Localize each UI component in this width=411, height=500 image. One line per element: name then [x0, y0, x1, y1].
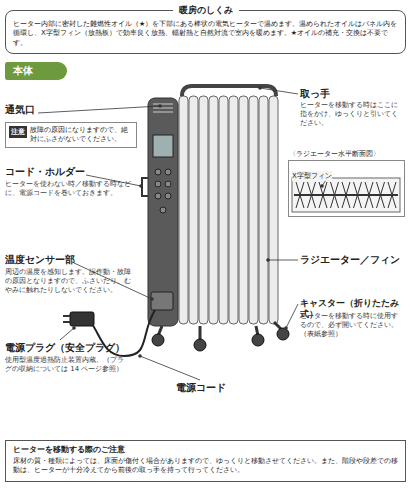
fin-stroke: [308, 182, 316, 208]
info-box: 暖房のしくみヒーター内部に密封した難燃性オイル（★）を下部にある棒状の電気ヒータ…: [5, 10, 406, 54]
handle: [182, 86, 276, 96]
fin: [209, 96, 218, 324]
part-name: 通気口: [5, 104, 65, 116]
fin-stroke: [342, 182, 350, 208]
section-box: 〈ラジエーター水平断面図〉X字型フィン: [288, 160, 405, 217]
temperature-sensor: [151, 292, 173, 310]
fin-stroke: [354, 182, 362, 208]
fin-section: [292, 178, 400, 212]
display: [153, 135, 173, 157]
fin-stroke: [354, 182, 362, 208]
part-name: 温度センサー部: [5, 254, 95, 266]
fin-stroke: [319, 182, 327, 208]
vent-slits: [153, 104, 173, 112]
power-plug: [70, 312, 94, 326]
caution-box: ヒーターを移動する際のご注意床材の質・種類によっては、床面が傷付く場合があります…: [5, 440, 406, 482]
fin-stroke: [365, 182, 373, 208]
fin-stroke: [308, 182, 316, 208]
casters: [152, 328, 289, 351]
plug-pin: [63, 321, 70, 323]
part-name: 取っ手: [300, 88, 360, 100]
caution-box: 注意故障の原因になりますので、絶対にふさがないでください。: [5, 122, 137, 148]
part-note: ヒーターを移動する時はここに指をかけ、ゆっくりと引いてください。: [300, 101, 404, 128]
cord-holder: [142, 178, 148, 196]
fin-stroke: [319, 182, 327, 208]
part-name: 電源プラグ（安全プラグ）: [5, 342, 145, 354]
fin-stroke: [388, 182, 396, 208]
fin: [219, 96, 228, 324]
x-fins: [296, 182, 396, 208]
fin-stroke: [331, 182, 339, 208]
fin-stroke: [377, 182, 385, 208]
node-heading: 暖房のしくみ: [173, 4, 239, 17]
fin: [189, 96, 198, 324]
fin: [199, 96, 208, 324]
node-heading: ヒーターを移動する際のご注意: [13, 444, 398, 455]
part-name: コード・ホルダー: [5, 166, 115, 178]
node-heading: 〈ラジエーター水平断面図〉: [289, 149, 380, 159]
section-tab: 本体: [5, 62, 67, 80]
fin: [249, 96, 258, 324]
fin: [269, 96, 278, 324]
fin-stroke: [296, 182, 304, 208]
fin-stroke: [331, 182, 339, 208]
fin: [259, 96, 268, 324]
part-note: 周辺の温度を感知します。誤作動・故障の原因となりますので、ふさいだり、むやみに触…: [5, 268, 137, 295]
part-name: 電源コード: [176, 382, 256, 394]
node-heading: 注意: [9, 126, 27, 138]
fin: [229, 96, 238, 324]
fin-stroke: [365, 182, 373, 208]
fin: [239, 96, 248, 324]
fin-stroke: [388, 182, 396, 208]
fin: [179, 96, 188, 324]
fin-stroke: [342, 182, 350, 208]
radiator-fins: [179, 96, 278, 324]
part-name: ラジエーター／フィン: [300, 254, 406, 266]
control-panel: [148, 98, 178, 326]
fin-stroke: [296, 182, 304, 208]
node-text: 故障の原因になりますので、絶対にふさがないでください。: [30, 126, 133, 144]
node-text: X字型フィン: [292, 171, 332, 181]
plug-pin: [63, 315, 70, 317]
node-heading: 本体: [13, 64, 59, 78]
buttons: [155, 169, 171, 213]
node-text: ヒーター内部に密封した難燃性オイル（★）を下部にある棒状の電気ヒーターで温めます…: [13, 20, 398, 48]
part-note: ヒーターを移動する時に使用するので、必ず開いてください。（表紙参照）: [300, 312, 404, 339]
part-note: ヒーターを使わない時／移動する時などに、電源コードを巻いておきます。: [5, 180, 137, 198]
fin-stroke: [377, 182, 385, 208]
node-text: 床材の質・種類によっては、床面が傷付く場合がありますので、ゆっくりと移動させてく…: [13, 457, 398, 476]
part-note: 使用型温度過熱防止装置内蔵。（プラグの収納については 14 ページ参照）: [5, 356, 130, 374]
